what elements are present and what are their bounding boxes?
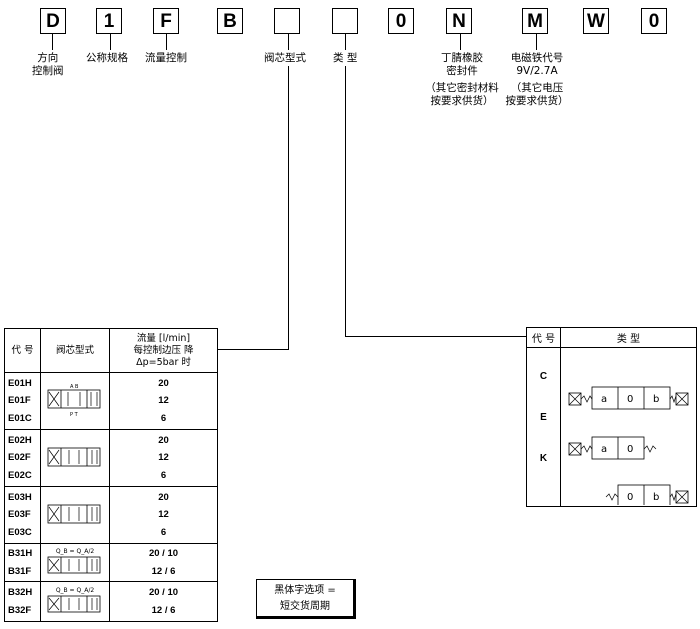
spool-table: 代 号 阀芯型式 流量 [l/min] 每控制边压 降 Δp=5bar 时 E0… xyxy=(4,328,218,622)
svg-text:0: 0 xyxy=(627,492,633,503)
svg-text:P T: P T xyxy=(70,412,79,418)
code-box-0b: 0 xyxy=(641,8,667,34)
spool-symbol-e01: A B P T xyxy=(40,372,110,430)
label-direction: 方向控制阀 xyxy=(32,52,64,77)
code-box-0a: 0 xyxy=(388,8,414,34)
code-box-spool xyxy=(274,8,300,34)
label-seal: 丁腈橡胶密封件 （其它密封材料按要求供货） xyxy=(425,52,499,107)
header-code: 代 号 xyxy=(526,327,561,348)
svg-text:b: b xyxy=(653,492,659,503)
code-box-seal: N xyxy=(446,8,472,34)
svg-text:a: a xyxy=(601,394,607,405)
spool-symbol-b31: Q_B = Q_A/2 xyxy=(40,543,110,582)
svg-text:b: b xyxy=(653,394,659,405)
label-type: 类 型 xyxy=(333,52,358,64)
header-type: 类 型 xyxy=(560,327,697,348)
svg-text:0: 0 xyxy=(627,444,633,455)
spool-symbol-e02 xyxy=(40,429,110,487)
spool-symbol-e03 xyxy=(40,486,110,544)
label-spool-type: 阀芯型式 xyxy=(264,52,306,64)
code-box-w: W xyxy=(583,8,609,34)
spool-symbol-b32: Q_B = Q_A/2 xyxy=(40,581,110,622)
svg-text:a: a xyxy=(601,444,607,455)
svg-text:0: 0 xyxy=(627,394,633,405)
short-delivery-note: 黑体字选项 =短交货周期 xyxy=(256,579,356,619)
label-nominal-size: 公称规格 xyxy=(86,52,128,64)
type-symbols: a 0 b a 0 0 b xyxy=(560,347,697,507)
header-code: 代 号 xyxy=(4,328,41,373)
label-flow-control: 流量控制 xyxy=(145,52,187,64)
type-table: 代 号 类 型 C E K a 0 b xyxy=(526,327,697,507)
code-box-direction: D xyxy=(40,8,66,34)
code-box-type xyxy=(332,8,358,34)
header-flow: 流量 [l/min] 每控制边压 降 Δp=5bar 时 xyxy=(109,328,218,373)
code-box-series: B xyxy=(217,8,243,34)
code-box-size: 1 xyxy=(96,8,122,34)
svg-text:A B: A B xyxy=(70,384,79,390)
header-spool: 阀芯型式 xyxy=(40,328,110,373)
code-box-solenoid: M xyxy=(522,8,548,34)
code-box-flow: F xyxy=(153,8,179,34)
